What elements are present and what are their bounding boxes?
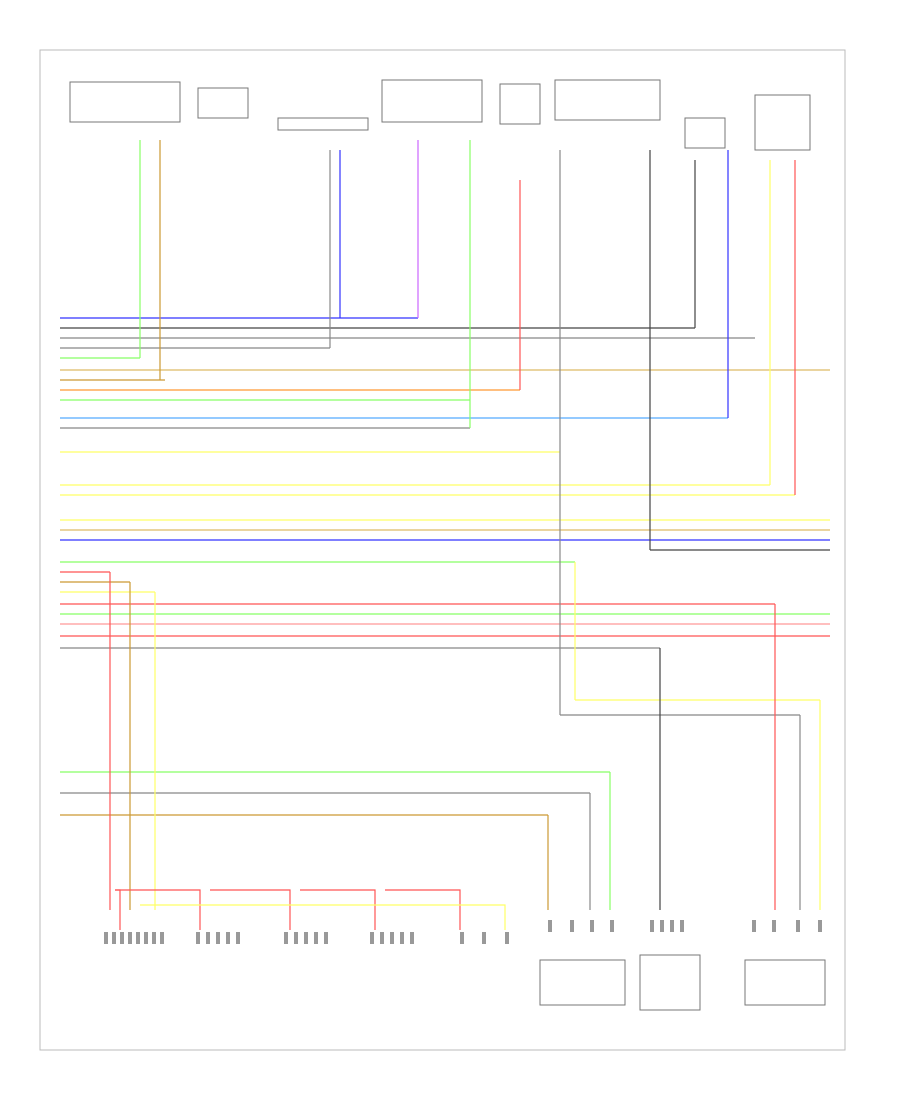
component-cooling-fan bbox=[554, 79, 661, 121]
component-ambient bbox=[499, 83, 541, 125]
pin-group-4 bbox=[370, 932, 414, 944]
top-components bbox=[69, 79, 811, 151]
component-blower-relay bbox=[381, 79, 483, 123]
component-eyes-lamp bbox=[684, 117, 726, 149]
pin-group-5 bbox=[460, 932, 509, 944]
component-blower-motor bbox=[197, 87, 249, 119]
pin-group-6 bbox=[548, 920, 614, 932]
pin-group-8 bbox=[752, 920, 822, 932]
harness-wire-4 bbox=[300, 889, 376, 930]
vertical-wires bbox=[109, 140, 821, 910]
bottom-components bbox=[539, 954, 826, 1011]
harness-wire-3 bbox=[210, 889, 291, 930]
bus-lines bbox=[60, 317, 830, 816]
harness-wire-2 bbox=[115, 889, 201, 930]
component-cooling-fan-high-relay bbox=[744, 959, 826, 1006]
component-electric-fan bbox=[639, 954, 701, 1011]
connector-pins bbox=[104, 920, 822, 944]
pin-group-1 bbox=[104, 932, 164, 944]
harness-wire-6 bbox=[140, 904, 506, 930]
diagram-border bbox=[39, 49, 846, 1051]
pin-group-3 bbox=[284, 932, 328, 944]
pin-group-2 bbox=[196, 932, 240, 944]
harness-wire-1 bbox=[115, 889, 121, 930]
component-left-rear bbox=[754, 94, 811, 151]
component-cooling-fan-low-relay bbox=[539, 959, 626, 1006]
pin-group-7 bbox=[650, 920, 684, 932]
component-dual-ac bbox=[277, 117, 369, 131]
harness-wire-5 bbox=[385, 889, 461, 930]
bottom-harness bbox=[115, 889, 506, 930]
component-dual-temp bbox=[69, 81, 181, 123]
